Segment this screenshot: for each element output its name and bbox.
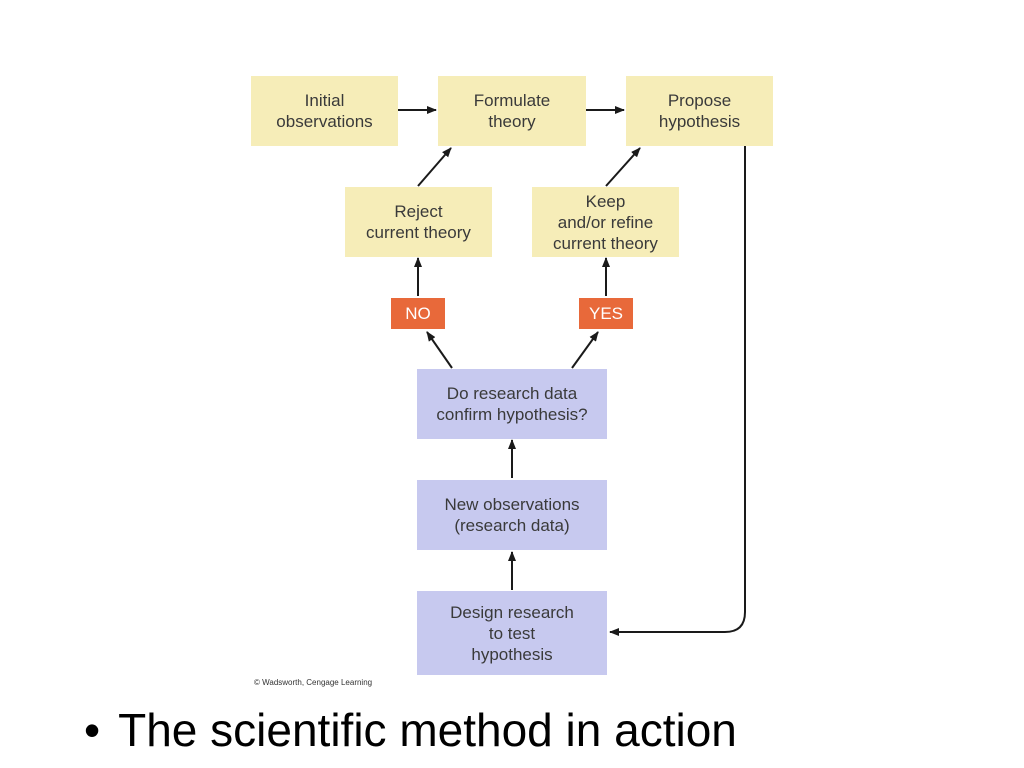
arrow-confirm-to-no — [426, 331, 453, 369]
design-research-line-2: to test — [488, 623, 536, 643]
bullet-point: • — [84, 704, 101, 756]
reject-theory-line-1: Reject — [394, 202, 443, 221]
new-observations-line-2: (research data) — [454, 516, 570, 535]
design-research-box: Design research to test hypothesis — [417, 591, 607, 675]
propose-hypothesis-box: Propose hypothesis — [626, 76, 773, 146]
keep-refine-theory-box: Keep and/or refine current theory — [532, 187, 679, 257]
formulate-theory-line-1: Formulate — [473, 91, 551, 110]
arrow-reject-to-formulate — [417, 147, 452, 187]
keep-refine-line-2: and/or refine — [557, 212, 654, 232]
initial-observations-line-2: observations — [276, 112, 373, 131]
initial-observations-line-1: Initial — [304, 91, 345, 110]
design-research-line-3: hypothesis — [471, 644, 553, 664]
formulate-theory-line-2: theory — [488, 112, 536, 131]
keep-refine-line-1: Keep — [585, 191, 626, 211]
keep-refine-line-3: current theory — [553, 233, 658, 253]
yes-badge: YES — [579, 298, 633, 329]
design-research-line-1: Design research — [450, 602, 574, 622]
initial-observations-box: Initial observations — [251, 76, 398, 146]
copyright-credit: © Wadsworth, Cengage Learning — [254, 678, 373, 687]
propose-hypothesis-line-2: hypothesis — [658, 112, 741, 131]
confirm-hypothesis-box: Do research data confirm hypothesis? — [417, 369, 607, 439]
confirm-hypothesis-line-1: Do research data — [446, 384, 578, 403]
propose-hypothesis-line-1: Propose — [667, 91, 732, 110]
slide-caption: • The scientific method in action — [84, 700, 737, 760]
arrow-confirm-to-yes — [571, 331, 599, 369]
arrow-keep-to-propose — [605, 147, 641, 187]
formulate-theory-box: Formulate theory — [438, 76, 586, 146]
reject-theory-line-2: current theory — [366, 223, 471, 242]
confirm-hypothesis-line-2: confirm hypothesis? — [436, 405, 588, 424]
new-observations-box: New observations (research data) — [417, 480, 607, 550]
no-badge: NO — [391, 298, 445, 329]
reject-theory-box: Reject current theory — [345, 187, 492, 257]
caption-text: The scientific method in action — [118, 704, 737, 756]
new-observations-line-1: New observations — [444, 495, 580, 514]
